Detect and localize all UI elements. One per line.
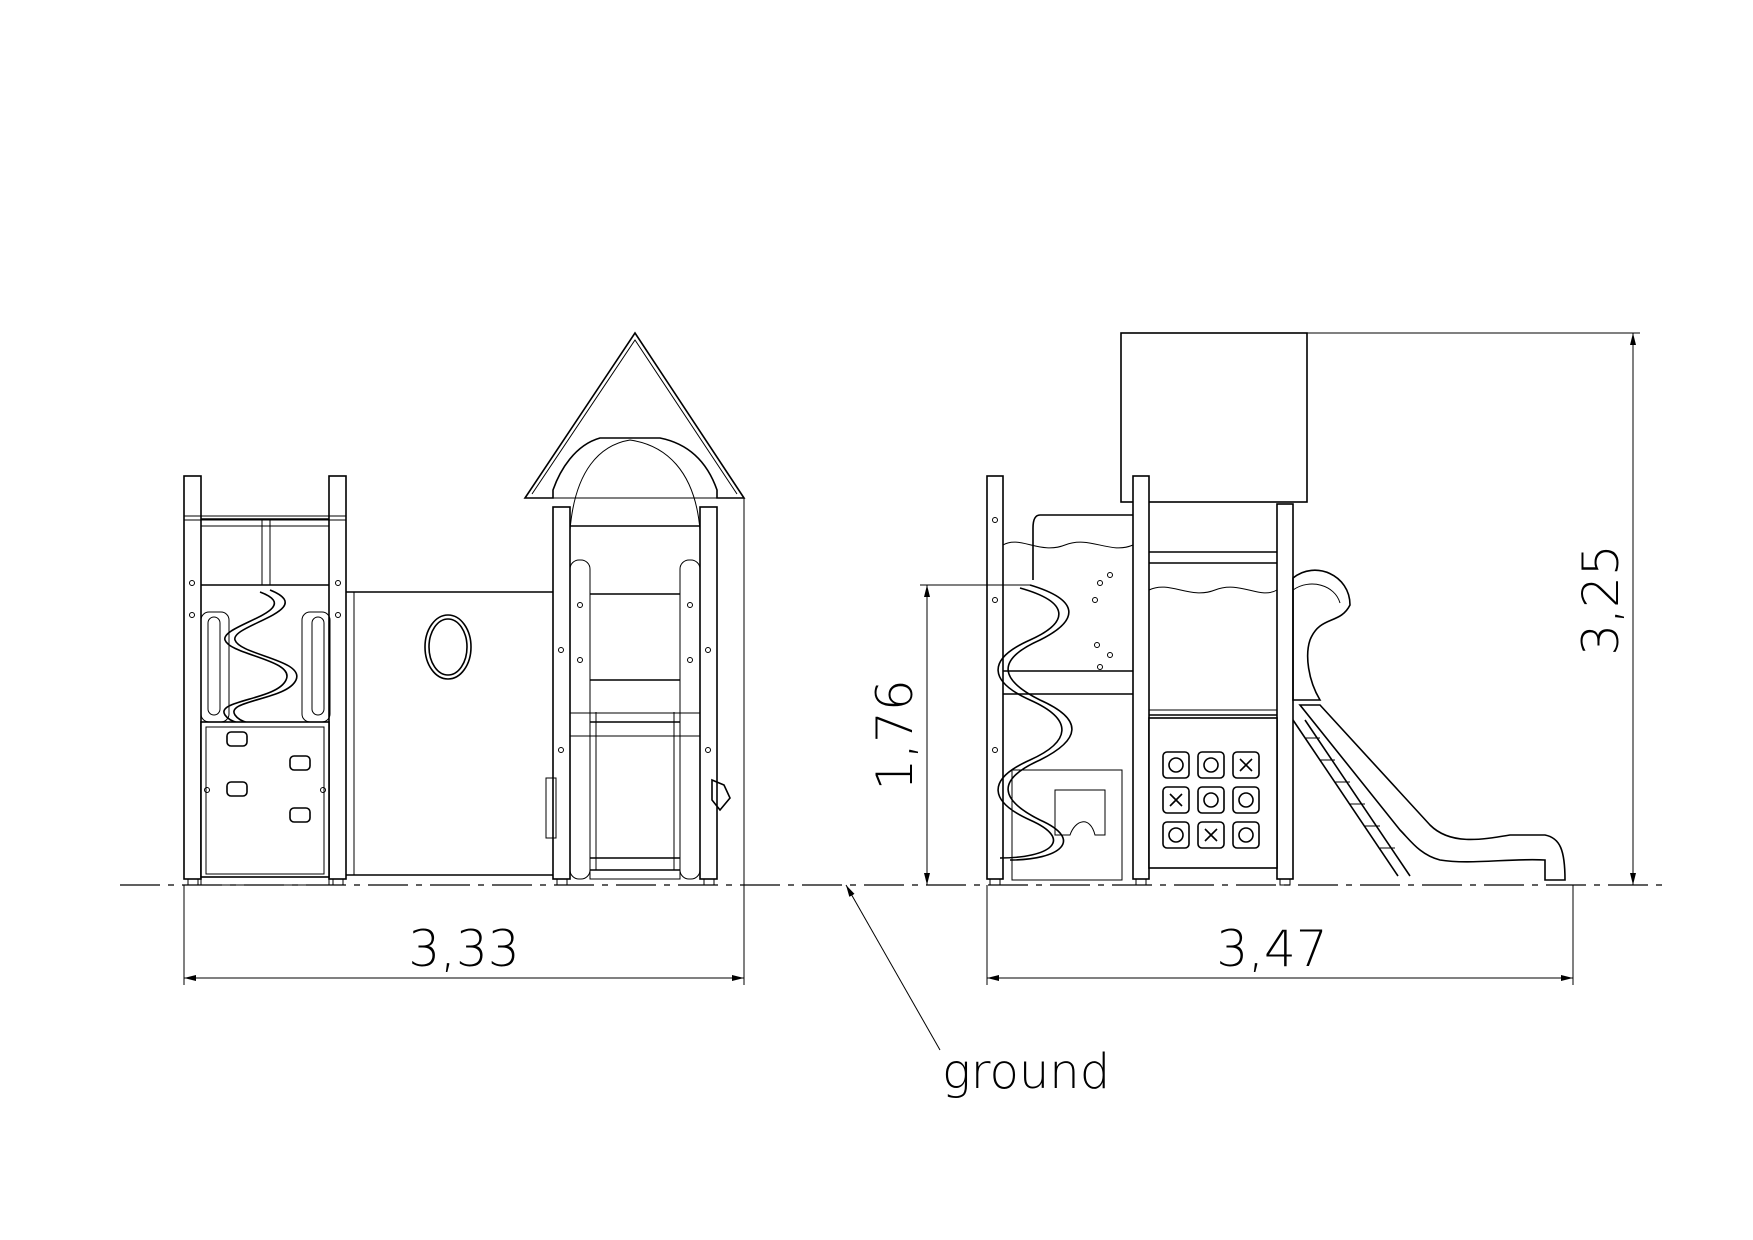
tic-tac-toe-panel	[1162, 751, 1260, 849]
right-elevation-view	[986, 332, 1566, 886]
ground-callout: ground	[845, 884, 1110, 1100]
dimension-platform-height: 1,76	[866, 584, 1030, 885]
dimension-total-height: 3,25	[1307, 332, 1645, 886]
left-elevation-view	[183, 331, 746, 886]
left-width-value: 3,33	[408, 920, 519, 978]
platform-height-value: 1,76	[866, 679, 924, 790]
dimension-right-width: 3,47	[986, 885, 1574, 985]
ground-label: ground	[942, 1044, 1110, 1100]
dimension-left-width: 3,33	[183, 498, 745, 985]
right-width-value: 3,47	[1216, 920, 1327, 978]
total-height-value: 3,25	[1572, 544, 1630, 655]
